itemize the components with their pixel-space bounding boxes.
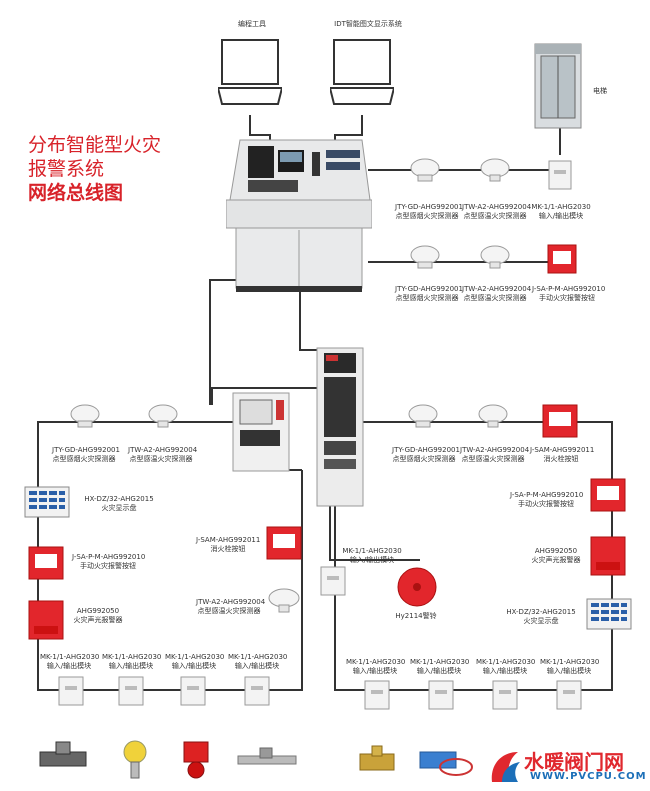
watermark-site-name: 水暖阀门网: [524, 750, 624, 774]
smoke-detector-icon: [408, 404, 438, 428]
heat-detector-icon: [268, 588, 300, 613]
sound-light-alarm-icon: [590, 536, 626, 576]
hydrant-button-icon: [542, 404, 578, 438]
heat-detector-icon: [478, 404, 508, 428]
io-module-icon: [58, 676, 84, 706]
heat-detector-icon: [480, 158, 510, 182]
io-module-icon: [428, 680, 454, 710]
manual-call-point-icon: [590, 478, 626, 512]
heat-detector-icon: [148, 404, 178, 428]
io-module-icon: [556, 680, 582, 710]
idt-display-label: IDT智能图文显示系统: [334, 20, 402, 28]
io-module-icon: [364, 680, 390, 710]
heat-detector-icon: [480, 245, 510, 269]
watermark-url: WWW.PVCPU.COM: [530, 771, 647, 782]
alarm-bell-label: Hy2114警铃: [395, 612, 437, 620]
title-line-3: 网络总线图: [28, 182, 124, 204]
pipe-valve-icon: [237, 747, 297, 765]
programming-tool-label: 编程工具: [238, 20, 266, 28]
hydrant-button-icon: [266, 526, 302, 560]
io-module-icon: [548, 160, 572, 190]
wall-controller-icon: [232, 392, 290, 472]
sound-light-alarm-icon: [28, 600, 64, 640]
manual-call-point-icon: [28, 546, 64, 580]
flow-switch-icon: [123, 740, 147, 779]
flame-detector-icon: [183, 741, 209, 779]
elevator-icon: [534, 43, 582, 129]
io-module-icon: [244, 676, 270, 706]
fire-display-panel-icon: [24, 486, 70, 518]
manual-call-point-icon: [547, 244, 577, 274]
laptop-icon: [218, 39, 282, 105]
laptop-icon: [330, 39, 394, 105]
io-module-icon: [180, 676, 206, 706]
brass-valve-icon: [359, 745, 395, 771]
io-module-icon: [492, 680, 518, 710]
alarm-bell-icon: [397, 567, 437, 607]
control-board-icon: [419, 751, 457, 769]
fire-alarm-controller-console-icon: [226, 139, 372, 292]
fire-display-panel-icon: [586, 598, 632, 630]
smoke-detector-icon: [70, 404, 100, 428]
elevator-label: 电梯: [593, 87, 607, 95]
diagram-title: 分布智能型火灾 报警系统 网络总线图: [28, 133, 161, 205]
smoke-detector-icon: [410, 158, 440, 182]
title-line-1: 分布智能型火灾: [28, 134, 162, 156]
cable-icon: [439, 758, 473, 776]
io-module-icon: [118, 676, 144, 706]
smoke-detector-icon: [410, 245, 440, 269]
io-module-icon: [320, 566, 346, 596]
valve-icon: [39, 741, 87, 767]
fire-alarm-cabinet-icon: [316, 347, 364, 507]
watermark-logo-icon: [491, 752, 520, 782]
title-line-2: 报警系统: [28, 158, 105, 180]
